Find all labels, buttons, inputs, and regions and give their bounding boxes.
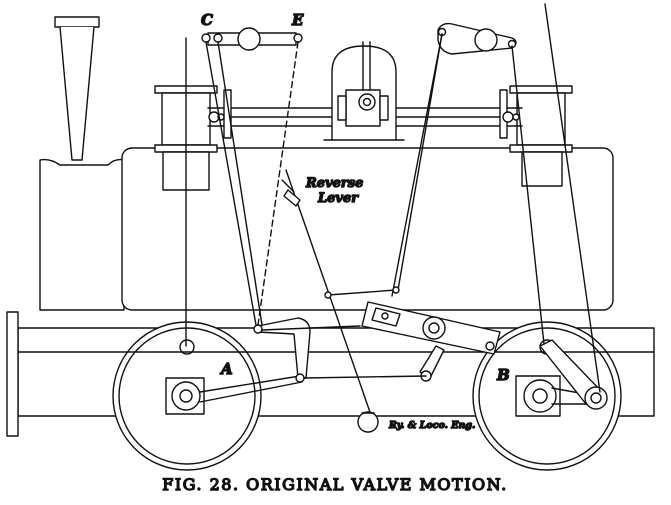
top-rocker-right [437,22,517,55]
credit-label: Ry. & Loco. Eng. [388,420,475,431]
label-b: B [496,366,510,384]
top-rocker-ce [201,27,303,51]
label-a: A [219,360,233,378]
reverse-lever-handle [281,179,301,207]
label-reverse: Reverse [305,176,363,191]
motion-rods [185,3,601,419]
figure-caption: FIG. 28. ORIGINAL VALVE MOTION. [162,475,507,494]
chimney [54,16,100,161]
label-c: C [201,11,213,29]
inclined-slide-link [361,301,501,355]
left-bell-crank [253,317,311,383]
lever-foot-weight [357,411,379,433]
eccentric-a [165,375,303,415]
right-bell-crank [539,339,608,410]
eccentric-b [515,375,597,417]
smokebox [39,158,125,311]
valve-chest [323,41,405,141]
label-e: E [291,11,304,29]
label-lever: Lever [317,191,359,206]
right-cylinder-pedestal [509,85,573,187]
